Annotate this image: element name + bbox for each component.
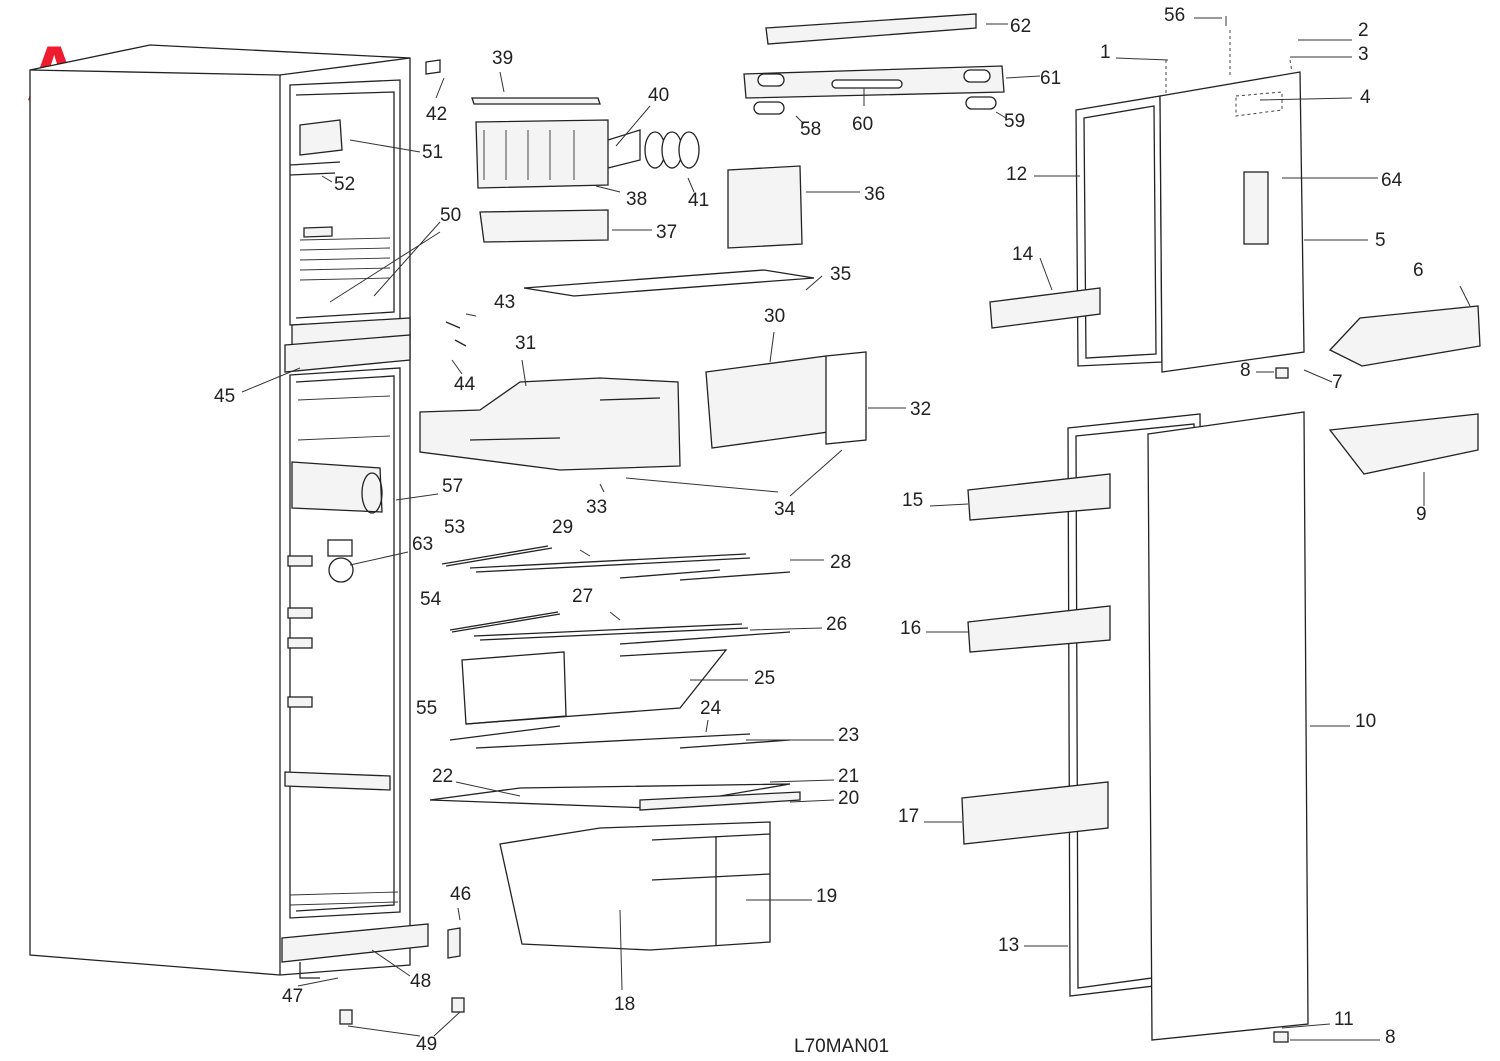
callout-43: 43 [494, 292, 515, 313]
callout-41: 41 [688, 190, 709, 211]
callout-62: 62 [1010, 16, 1031, 37]
callout-9: 9 [1416, 504, 1427, 525]
callout-51: 51 [422, 142, 443, 163]
callout-52: 52 [334, 174, 355, 195]
callout-8-bottom: 8 [1385, 1027, 1396, 1048]
callout-28: 28 [830, 552, 851, 573]
callout-26: 26 [826, 614, 847, 635]
callout-11: 11 [1334, 1009, 1354, 1030]
freezer-door [989, 71, 1481, 475]
callout-12: 12 [1006, 164, 1027, 185]
callout-8-top: 8 [1240, 360, 1251, 381]
callout-40: 40 [648, 85, 669, 106]
callout-56: 56 [1164, 5, 1185, 26]
callout-39: 39 [492, 48, 513, 69]
callout-13: 13 [998, 935, 1019, 956]
callout-23: 23 [838, 725, 859, 746]
callout-21: 21 [838, 766, 859, 787]
callout-37: 37 [656, 222, 677, 243]
callout-59: 59 [1004, 111, 1025, 132]
callout-49: 49 [416, 1034, 437, 1055]
callout-63: 63 [412, 534, 433, 555]
callout-60: 60 [852, 114, 873, 135]
callout-47: 47 [282, 986, 303, 1007]
callout-3: 3 [1358, 44, 1369, 65]
callout-6: 6 [1413, 260, 1424, 281]
fridge-parts [419, 321, 867, 951]
freezer-parts [471, 13, 1005, 297]
callout-31: 31 [515, 333, 536, 354]
callout-64: 64 [1381, 170, 1403, 191]
callout-7: 7 [1332, 372, 1343, 393]
callout-4: 4 [1360, 87, 1371, 108]
callout-46: 46 [450, 884, 471, 905]
callout-55: 55 [416, 698, 437, 719]
drawing-code: L70MAN01 [794, 1036, 889, 1057]
leader-lines [241, 16, 1471, 1041]
callout-27: 27 [572, 586, 593, 607]
callout-42: 42 [426, 104, 447, 125]
callout-57: 57 [442, 476, 463, 497]
callout-36: 36 [864, 184, 885, 205]
callout-20: 20 [838, 788, 859, 809]
callout-15: 15 [902, 490, 923, 511]
fridge-door [961, 367, 1309, 1043]
callout-1: 1 [1100, 42, 1111, 63]
callout-22: 22 [432, 766, 453, 787]
callout-33: 33 [586, 497, 607, 518]
callout-48: 48 [410, 971, 431, 992]
callout-38: 38 [626, 189, 647, 210]
callout-58: 58 [800, 119, 821, 140]
callout-14: 14 [1012, 244, 1034, 265]
callout-19: 19 [816, 886, 837, 907]
callout-35: 35 [830, 264, 851, 285]
callout-labels: 1 2 3 4 5 6 7 8 8 9 10 11 12 13 14 15 16… [214, 5, 1427, 1055]
callout-32: 32 [910, 399, 931, 420]
callout-44: 44 [454, 374, 476, 395]
callout-5: 5 [1375, 230, 1386, 251]
callout-34: 34 [774, 499, 796, 520]
cabinet-body [29, 44, 465, 1025]
callout-24: 24 [700, 698, 722, 719]
callout-54: 54 [420, 589, 442, 610]
callout-16: 16 [900, 618, 921, 639]
callout-18: 18 [614, 994, 635, 1015]
callout-29: 29 [552, 517, 573, 538]
callout-61: 61 [1040, 68, 1061, 89]
callout-50: 50 [440, 205, 461, 226]
callout-10: 10 [1355, 711, 1376, 732]
callout-2: 2 [1358, 20, 1369, 41]
callout-25: 25 [754, 668, 775, 689]
callout-30: 30 [764, 306, 785, 327]
callout-17: 17 [898, 806, 919, 827]
callout-45: 45 [214, 386, 235, 407]
callout-53: 53 [444, 517, 465, 538]
